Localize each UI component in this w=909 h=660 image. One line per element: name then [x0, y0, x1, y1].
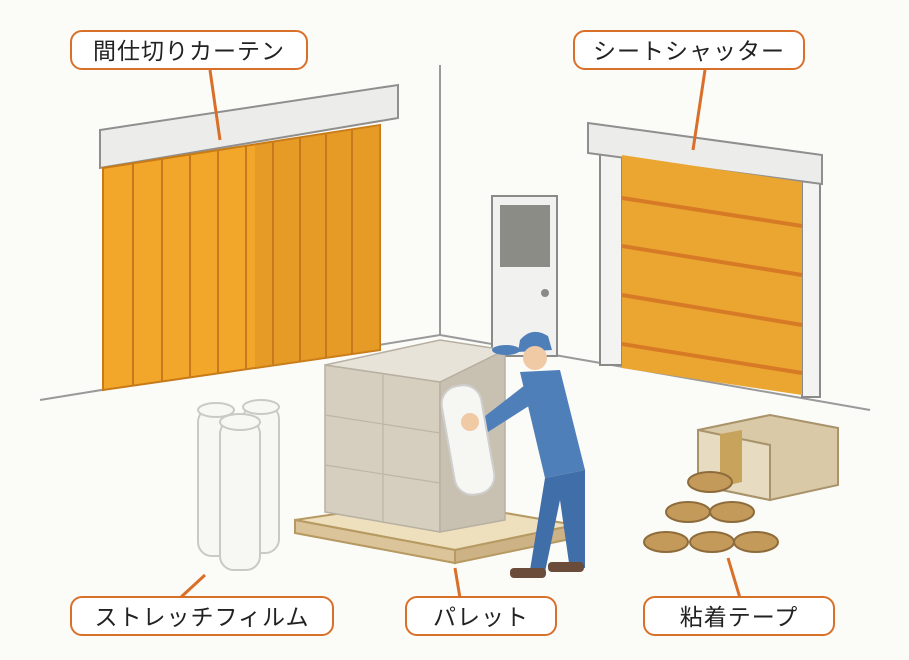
stretch-film-label: ストレッチフィルム	[70, 596, 334, 636]
partition-curtain-label: 間仕切りカーテン	[70, 30, 308, 70]
stretch-film-illustration	[197, 399, 280, 571]
sheet-shutter-label: シートシャッター	[573, 30, 805, 70]
adhesive-tape-label: 粘着テープ	[643, 596, 835, 636]
pallet-label: パレット	[405, 596, 557, 636]
partition-curtain-illustration	[99, 83, 399, 392]
door-illustration	[491, 195, 558, 357]
leader-lines	[178, 69, 742, 600]
adhesive-tape-illustration	[643, 413, 839, 553]
sheet-shutter-illustration	[587, 121, 823, 398]
worker-illustration	[440, 331, 585, 578]
